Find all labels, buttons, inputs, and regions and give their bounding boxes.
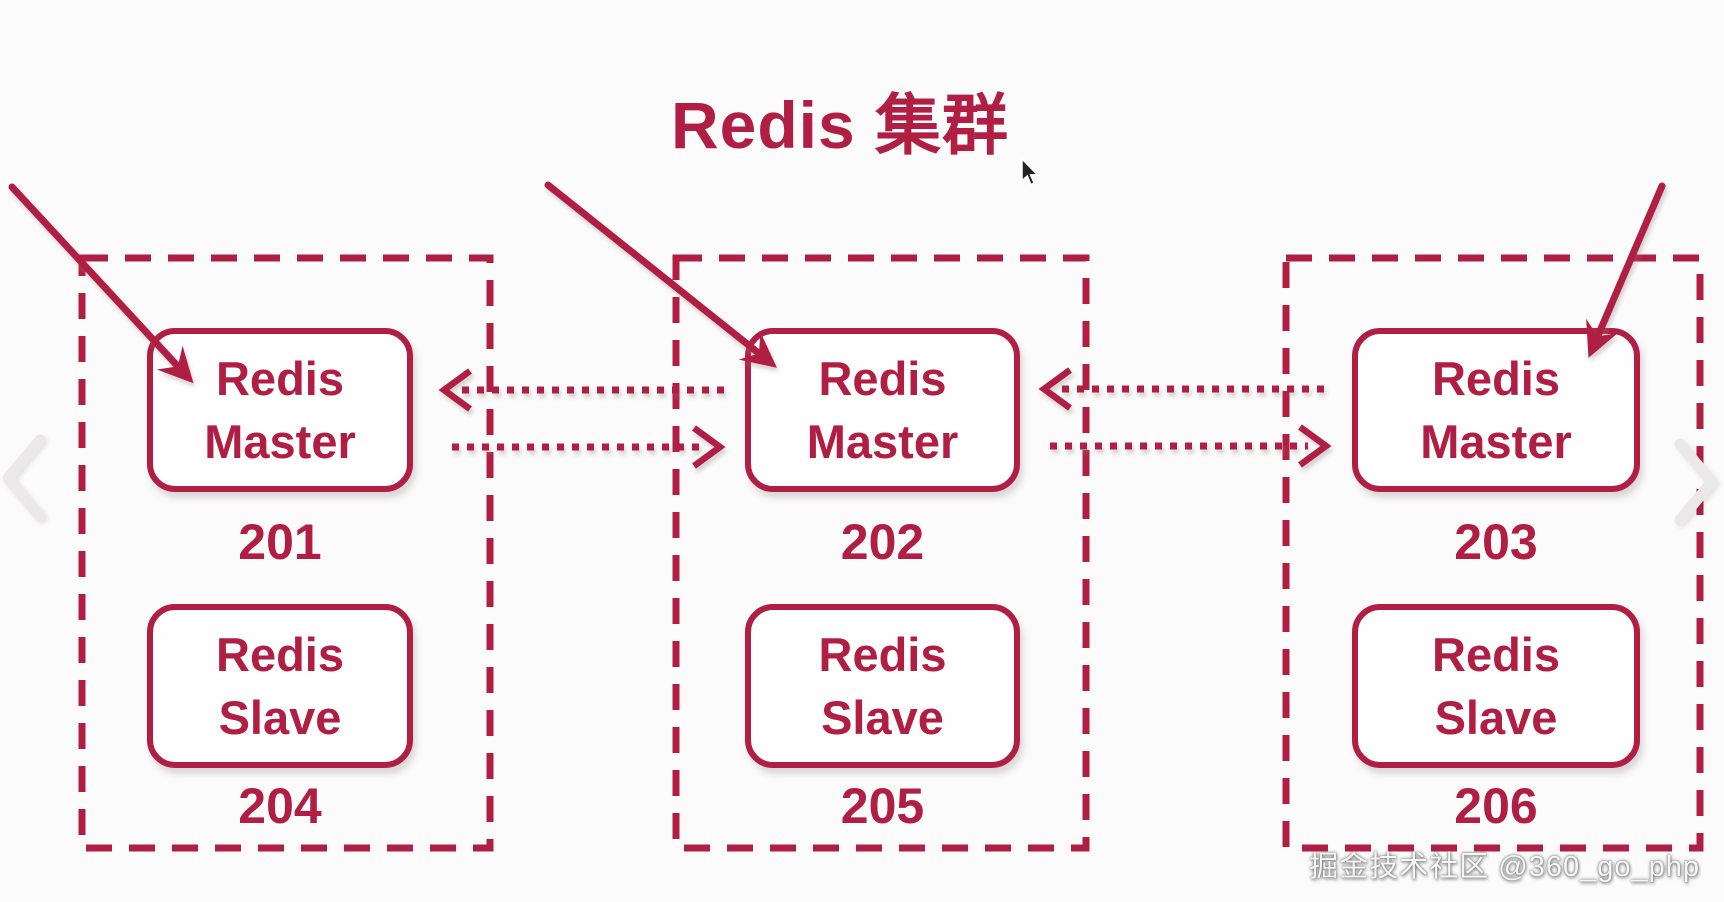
arrowhead-left-icon bbox=[438, 368, 472, 412]
carousel-next-chevron-icon[interactable] bbox=[1674, 438, 1718, 526]
arrowhead-right-icon bbox=[692, 425, 726, 469]
arrowhead-left-icon bbox=[1038, 367, 1072, 411]
master-id-203: 203 bbox=[1454, 514, 1538, 570]
replication-link-202-to-201 bbox=[438, 368, 724, 412]
external-arrow-to-master-202 bbox=[544, 181, 777, 368]
master-id-202: 202 bbox=[840, 514, 925, 570]
slave-id-206: 206 bbox=[1454, 778, 1538, 834]
external-arrow-to-master-203 bbox=[1586, 182, 1666, 358]
slave-id-204: 204 bbox=[238, 778, 322, 834]
slave-id-205: 205 bbox=[840, 778, 925, 834]
master-node-201: Redis Master bbox=[147, 328, 413, 492]
slave-node-204: Redis Slave bbox=[147, 604, 413, 768]
master-id-201: 201 bbox=[238, 514, 322, 570]
page-title: Redis 集群 bbox=[670, 88, 1010, 162]
replication-link-203-to-202 bbox=[1038, 367, 1330, 411]
carousel-prev-chevron-icon[interactable] bbox=[2, 434, 46, 522]
arrowhead-right-icon bbox=[1298, 424, 1332, 468]
master-node-202: Redis Master bbox=[745, 328, 1020, 492]
replication-link-201-to-202 bbox=[452, 425, 726, 469]
slave-node-206: Redis Slave bbox=[1352, 604, 1640, 768]
replication-link-202-to-203 bbox=[1050, 424, 1332, 468]
master-node-203: Redis Master bbox=[1352, 328, 1640, 492]
watermark-text: 掘金技术社区 @360_go_php bbox=[1309, 851, 1700, 883]
slave-node-205: Redis Slave bbox=[745, 604, 1020, 768]
